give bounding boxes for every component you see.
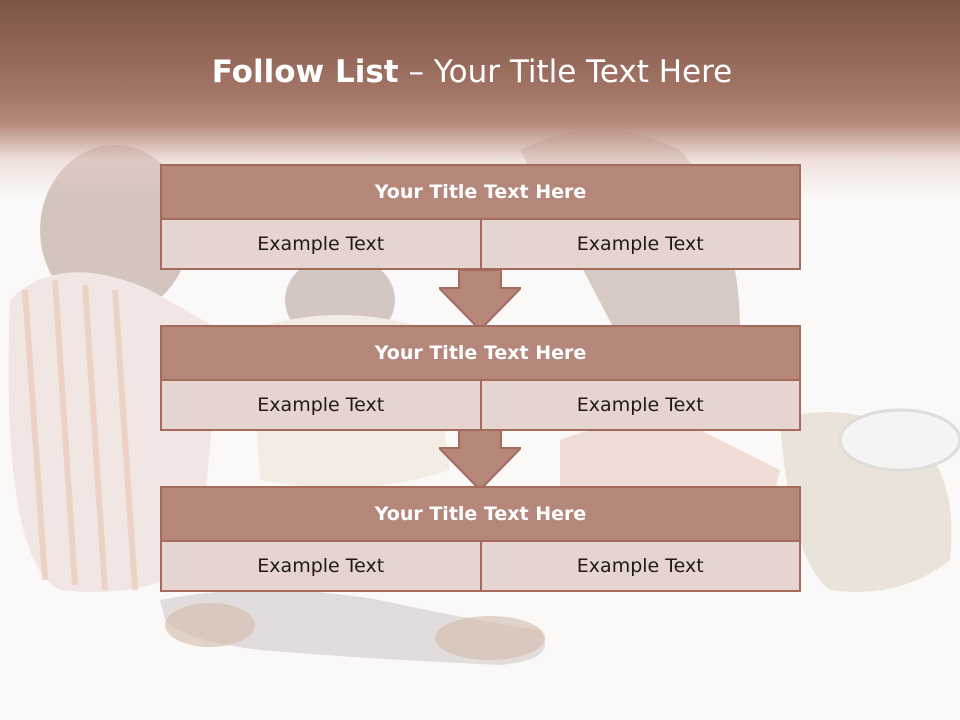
step-2-left-text: Example Text	[160, 381, 482, 431]
step-1-right-text: Example Text	[481, 220, 801, 270]
step-3-row: Example Text Example Text	[160, 542, 801, 592]
step-1-row: Example Text Example Text	[160, 220, 801, 270]
step-2: Your Title Text Here Example Text Exampl…	[160, 325, 801, 431]
step-1-left-text: Example Text	[160, 220, 482, 270]
step-1-title: Your Title Text Here	[160, 164, 801, 220]
step-3-right-text: Example Text	[481, 542, 801, 592]
title-rest: – Your Title Text Here	[398, 54, 733, 90]
step-2-right-text: Example Text	[481, 381, 801, 431]
step-3-title: Your Title Text Here	[160, 486, 801, 542]
down-arrow-icon	[439, 430, 521, 492]
slide-title: Follow List – Your Title Text Here	[0, 54, 944, 90]
step-3: Your Title Text Here Example Text Exampl…	[160, 486, 801, 592]
step-3-left-text: Example Text	[160, 542, 482, 592]
title-strong: Follow List	[211, 54, 399, 90]
step-2-title: Your Title Text Here	[160, 325, 801, 381]
down-arrow-icon	[439, 270, 521, 332]
step-2-row: Example Text Example Text	[160, 381, 801, 431]
step-1: Your Title Text Here Example Text Exampl…	[160, 164, 801, 270]
